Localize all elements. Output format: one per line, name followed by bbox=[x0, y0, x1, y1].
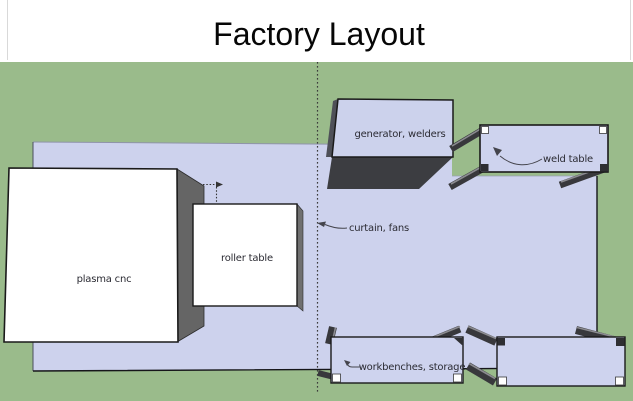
curtain-callout: curtain, fans bbox=[317, 221, 409, 234]
flow-arrow bbox=[203, 181, 223, 204]
workbench-corner bbox=[615, 376, 624, 386]
roller-table-label: roller table bbox=[221, 253, 273, 264]
workbench-right bbox=[465, 325, 626, 387]
weld-table-top bbox=[479, 124, 609, 173]
workbench-leg-highlight bbox=[467, 325, 497, 340]
weld-table-leg-highlight bbox=[451, 126, 484, 147]
weld-table-arrowhead bbox=[493, 147, 502, 156]
weld-table-leg-icon bbox=[449, 126, 485, 153]
roller-table-side bbox=[296, 203, 304, 312]
workbench-leg-highlight bbox=[468, 362, 496, 380]
workbench-leg-icon bbox=[325, 326, 337, 345]
generator-front-shadow bbox=[327, 157, 453, 189]
weld-table-pointer-line bbox=[499, 155, 543, 166]
workbench-left: workbenches, storage bbox=[317, 325, 466, 384]
workbench-left-top bbox=[330, 336, 464, 384]
generator-box: generator, welders bbox=[326, 98, 454, 189]
curtain-pointer-line bbox=[324, 224, 348, 229]
workbench-label: workbenches, storage bbox=[359, 362, 466, 373]
page-title: Factory Layout bbox=[213, 16, 425, 52]
plasma-cnc-label: plasma cnc bbox=[77, 274, 132, 285]
flow-arrowhead bbox=[216, 181, 223, 188]
weld-table-corner bbox=[481, 126, 489, 134]
workbench-leg-icon bbox=[465, 325, 498, 346]
curtain-arrowhead bbox=[317, 221, 326, 227]
roller-table-top bbox=[192, 203, 298, 307]
generator-label: generator, welders bbox=[354, 129, 445, 140]
weld-table-corner bbox=[599, 126, 607, 134]
workbench-corner-dark bbox=[497, 338, 505, 346]
plasma-cnc-box: plasma cnc bbox=[3, 167, 205, 343]
workbench-corner bbox=[332, 373, 341, 383]
weld-table-leg-highlight bbox=[450, 164, 485, 185]
weld-table-corner-dark bbox=[600, 164, 608, 172]
generator-side-left bbox=[326, 99, 338, 157]
workbench-right-top bbox=[496, 336, 626, 387]
workbench-corner-dark bbox=[454, 338, 463, 346]
workbench-corner bbox=[453, 373, 462, 383]
workbench-arrowhead bbox=[344, 360, 351, 366]
weld-table: weld table bbox=[448, 124, 609, 191]
workbench-leg-icon bbox=[465, 362, 498, 386]
workbench-corner bbox=[498, 376, 507, 386]
generator-top bbox=[331, 98, 454, 158]
workbench-corner-dark bbox=[616, 338, 625, 346]
workbench-leg-highlight bbox=[433, 325, 461, 338]
plasma-cnc-top bbox=[3, 167, 179, 343]
roller-table-box: roller table bbox=[192, 203, 304, 312]
weld-table-corner-dark bbox=[481, 164, 489, 171]
curtain-label: curtain, fans bbox=[349, 223, 409, 234]
weld-table-label: weld table bbox=[543, 154, 593, 165]
weld-table-leg-icon bbox=[448, 164, 486, 191]
